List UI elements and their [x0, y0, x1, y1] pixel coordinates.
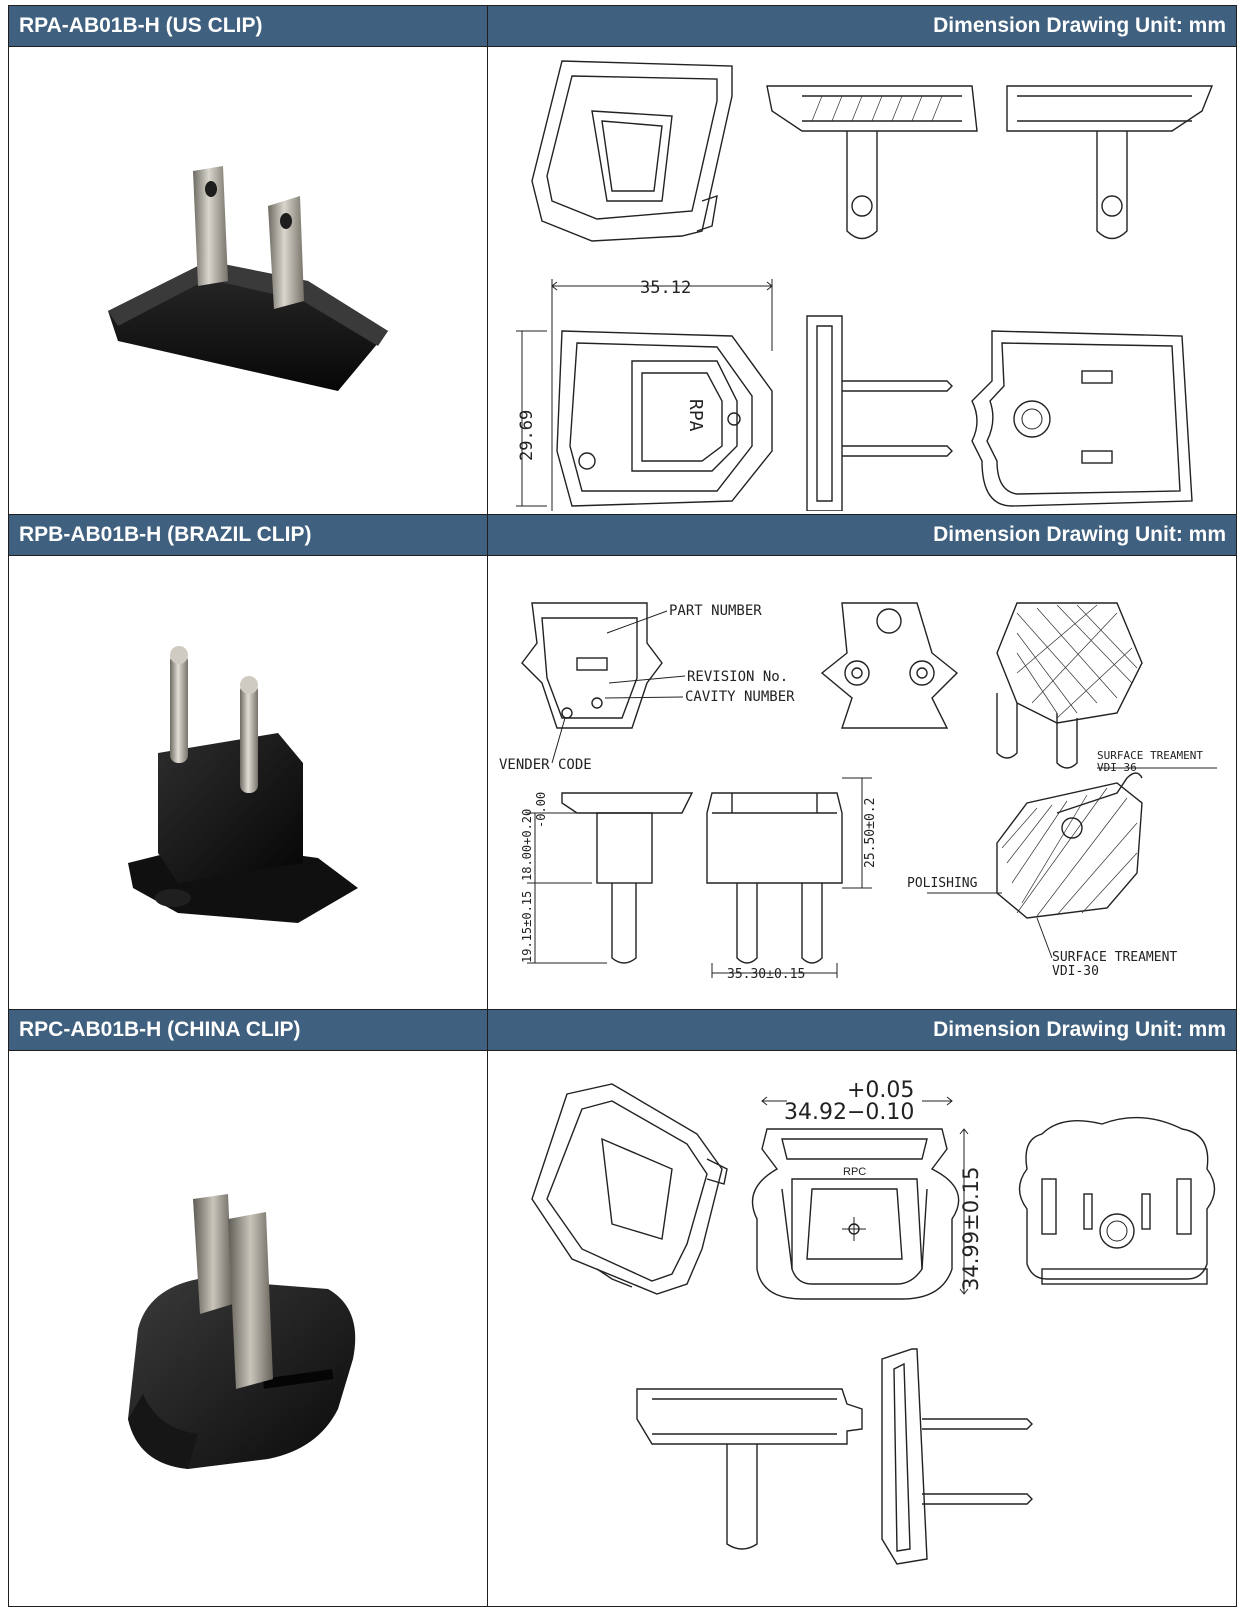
- drawing-header-us: Dimension Drawing Unit: mm: [487, 5, 1237, 47]
- section-title-china: RPC-AB01B-H (CHINA CLIP): [8, 1009, 488, 1051]
- brazil-clip-photo-cell: [8, 555, 488, 1010]
- china-clip-drawing-cell: +0.05 34.92−0.10 RPC: [487, 1050, 1237, 1607]
- us-clip-drawing: 35.12 29.69 RPA: [516, 59, 1214, 511]
- callout-revision: REVISION No.: [687, 669, 788, 685]
- callout-vender-code: VENDER CODE: [499, 757, 592, 773]
- china-stamp-text: RPC: [843, 1166, 866, 1178]
- us-stamp-text: RPA: [685, 399, 706, 432]
- section-body-us: 35.12 29.69 RPA: [8, 46, 1237, 515]
- dim-width-main: 34.92−0.10: [784, 1100, 914, 1125]
- dim-height-total: 25.50±0.2: [863, 797, 878, 867]
- china-clip-photo-cell: [8, 1050, 488, 1607]
- dim-height-body-tol: -0.00: [534, 791, 548, 827]
- callout-surface-top: SURFACE TREAMENT: [1097, 749, 1203, 762]
- clip-spec-table: RPA-AB01B-H (US CLIP) Dimension Drawing …: [8, 5, 1237, 1607]
- callout-cavity: CAVITY NUMBER: [685, 689, 795, 705]
- callout-polishing: POLISHING: [907, 876, 978, 891]
- section-header-brazil: RPB-AB01B-H (BRAZIL CLIP) Dimension Draw…: [8, 514, 1237, 556]
- callout-surface-bottom: SURFACE TREAMENT: [1052, 950, 1177, 965]
- callout-part-number: PART NUMBER: [669, 603, 762, 619]
- brazil-clip-drawing-cell: PART NUMBER REVISION No. CAVITY NUMBER V…: [487, 555, 1237, 1010]
- drawing-header-china: Dimension Drawing Unit: mm: [487, 1009, 1237, 1051]
- brazil-clip-drawing: PART NUMBER REVISION No. CAVITY NUMBER V…: [499, 601, 1217, 982]
- us-clip-photo-cell: [8, 46, 488, 515]
- us-clip-drawing-cell: 35.12 29.69 RPA: [487, 46, 1237, 515]
- section-header-china: RPC-AB01B-H (CHINA CLIP) Dimension Drawi…: [8, 1009, 1237, 1051]
- drawing-header-brazil: Dimension Drawing Unit: mm: [487, 514, 1237, 556]
- china-clip-drawing: +0.05 34.92−0.10 RPC: [531, 1078, 1216, 1565]
- section-body-china: +0.05 34.92−0.10 RPC: [8, 1050, 1237, 1607]
- section-header-us: RPA-AB01B-H (US CLIP) Dimension Drawing …: [8, 5, 1237, 47]
- section-title-us: RPA-AB01B-H (US CLIP): [8, 5, 488, 47]
- us-clip-photo: [108, 165, 388, 391]
- callout-surface-top-sub: VDI-36: [1097, 761, 1137, 774]
- dim-35-12: 35.12: [640, 278, 691, 298]
- brazil-clip-photo: [128, 645, 358, 923]
- section-title-brazil: RPB-AB01B-H (BRAZIL CLIP): [8, 514, 488, 556]
- callout-surface-bottom-sub: VDI-30: [1052, 964, 1099, 979]
- china-clip-photo: [128, 1193, 356, 1469]
- section-body-brazil: PART NUMBER REVISION No. CAVITY NUMBER V…: [8, 555, 1237, 1010]
- dim-height-pin: 19.15±0.15: [520, 890, 534, 962]
- dim-width-upper: +0.05: [847, 1078, 914, 1103]
- dim-height-body: 18.00+0.20: [520, 808, 534, 880]
- dim-width: 35.30±0.15: [727, 967, 805, 982]
- dim-height: 34.99±0.15: [959, 1166, 983, 1290]
- dim-29-69: 29.69: [517, 409, 537, 460]
